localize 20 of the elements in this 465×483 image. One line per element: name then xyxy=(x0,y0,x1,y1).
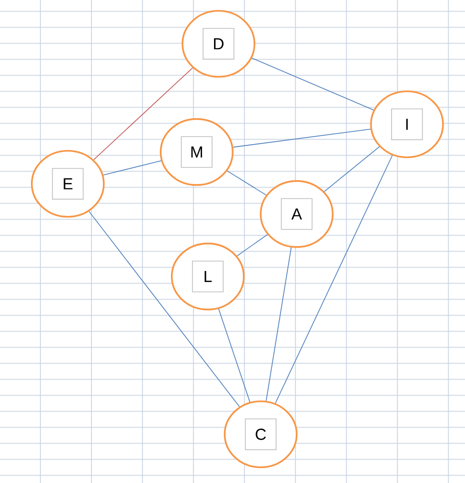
connector-line xyxy=(232,128,371,148)
connector-line xyxy=(266,247,292,402)
ellipse-node: C xyxy=(224,400,298,468)
node-label: C xyxy=(256,428,266,440)
connector-line xyxy=(252,58,374,110)
ellipse-node: D xyxy=(182,10,256,78)
connector-line xyxy=(324,146,380,192)
connector-line xyxy=(226,170,267,196)
ellipse-node: M xyxy=(160,118,234,186)
connector-line xyxy=(236,234,268,256)
node-label: I xyxy=(406,118,408,130)
connector-line xyxy=(274,154,393,404)
ellipse-node: E xyxy=(30,150,105,218)
ellipse-node: I xyxy=(370,90,444,158)
connector-line xyxy=(88,211,240,408)
connector-line xyxy=(218,308,250,402)
connector-line xyxy=(93,67,193,160)
ellipse-node: A xyxy=(260,180,334,248)
ellipse-node: L xyxy=(170,242,245,310)
connector-line xyxy=(102,160,162,176)
